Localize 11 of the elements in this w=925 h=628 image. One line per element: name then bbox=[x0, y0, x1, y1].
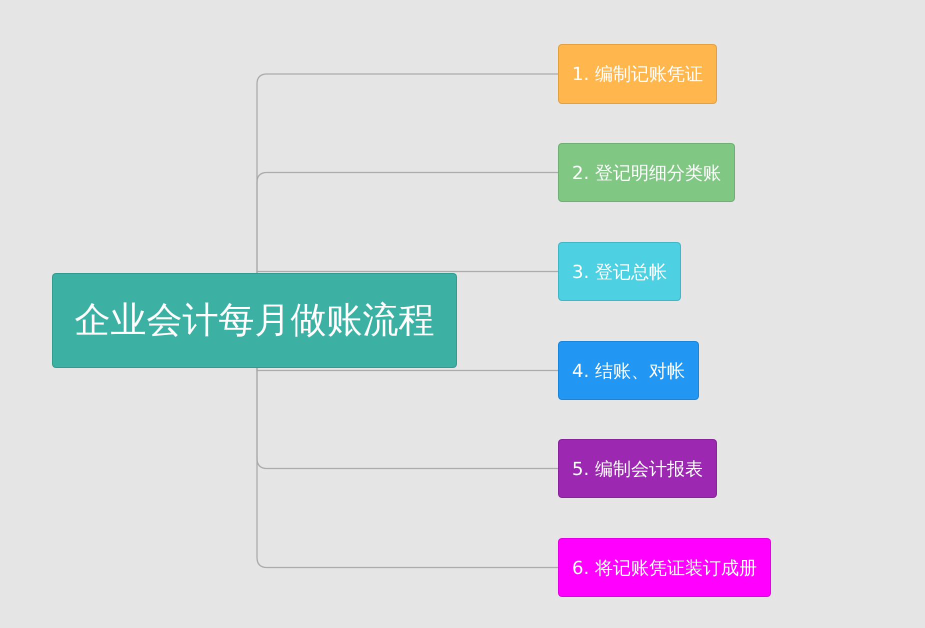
connector-line bbox=[256, 368, 558, 372]
step-box: 6. 将记账凭证装订成册 bbox=[558, 538, 771, 597]
step-box: 4. 结账、对帐 bbox=[558, 341, 699, 400]
connector-line bbox=[256, 368, 558, 568]
step-box: 5. 编制会计报表 bbox=[558, 439, 717, 498]
step-box: 3. 登记总帐 bbox=[558, 242, 681, 301]
step-box: 2. 登记明细分类账 bbox=[558, 143, 735, 202]
step-box: 1. 编制记账凭证 bbox=[558, 44, 717, 104]
connector-line bbox=[256, 172, 558, 273]
connector-line bbox=[256, 270, 558, 274]
topic-box: 企业会计每月做账流程 bbox=[52, 273, 457, 368]
